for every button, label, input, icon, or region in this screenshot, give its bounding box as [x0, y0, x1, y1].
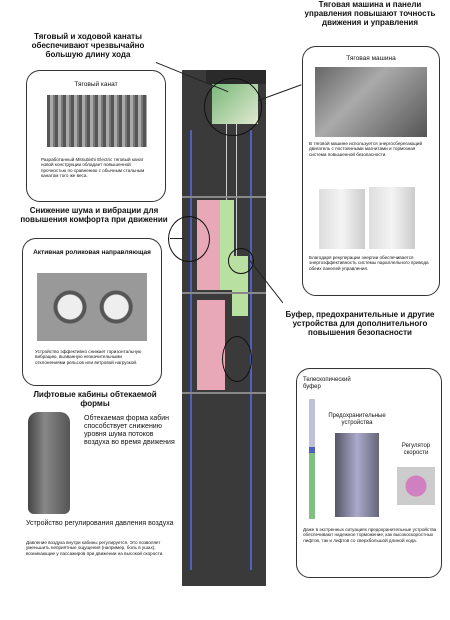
safety-card-text: Даже в экстренных ситуациях предохраните… — [303, 527, 437, 543]
safety-card: Телескопический буфер Предохранительные … — [296, 368, 442, 578]
floor-1 — [182, 196, 266, 198]
rope-line-2 — [236, 124, 237, 304]
rope-line-1 — [226, 124, 227, 204]
safety-device-photo — [335, 433, 379, 517]
machine-card-title: Тяговая машина — [346, 55, 396, 62]
highlight-roller — [168, 216, 210, 262]
control-panel-photo-2 — [369, 187, 415, 249]
rope-card-text: Разработанный Mitsubishi Electric тяговы… — [41, 157, 145, 179]
heading-machine-panel: Тяговая машина и панели управления повыш… — [304, 0, 436, 27]
cabin-text: Обтекаемая форма кабин способствует сниж… — [84, 415, 175, 446]
rope-card-title: Тяговый канат — [74, 81, 118, 88]
safety-devices-label: Предохранительные устройства — [328, 413, 386, 426]
rope-photo — [47, 95, 147, 147]
highlight-safety — [228, 248, 254, 274]
heading-safety: Буфер, предохранительные и другие устрой… — [285, 310, 435, 337]
counterweight-zone — [197, 300, 225, 390]
speed-governor-photo — [397, 467, 435, 505]
machine-card-text1: В тяговой машине используется энергосбер… — [309, 141, 423, 157]
buffer-label: Телескопический буфер — [303, 377, 351, 390]
roller-guide-photo — [37, 273, 147, 341]
heading-noise: Снижение шума и вибрации для повышения к… — [20, 206, 168, 224]
connector-noise — [170, 238, 184, 239]
guide-rail-left — [190, 130, 192, 570]
machine-card: Тяговая машина В тяговой машине использу… — [302, 46, 440, 296]
machine-card-text2: Благодаря рекуперации энергии обеспечива… — [309, 255, 429, 271]
pressure-title: Устройство регулирования давления воздух… — [26, 520, 174, 527]
roller-card-text: Устройство эффективно снижает горизонтал… — [35, 349, 142, 365]
traction-machine-photo — [315, 67, 427, 137]
telescopic-buffer-image — [309, 399, 315, 519]
roller-card: Активная роликовая направляющая Устройст… — [22, 238, 162, 386]
streamlined-cabin-image — [28, 412, 70, 514]
highlight-buffer — [222, 336, 252, 382]
heading-ropes: Тяговый и ходовой канаты обеспечивают чр… — [31, 32, 145, 59]
pressure-text: Давление воздуха внутри кабины регулируе… — [26, 540, 164, 556]
floor-3 — [182, 392, 266, 394]
rope-card: Тяговый канат Разработанный Mitsubishi E… — [26, 70, 166, 202]
heading-cabin-shape: Лифтовые кабины обтекаемой формы — [33, 390, 157, 408]
floor-2 — [182, 292, 266, 294]
highlight-machine — [204, 78, 262, 136]
control-panel-photo-1 — [319, 189, 365, 249]
governor-label: Регулятор скорости — [401, 443, 431, 456]
roller-card-title: Активная роликовая направляющая — [33, 249, 151, 256]
